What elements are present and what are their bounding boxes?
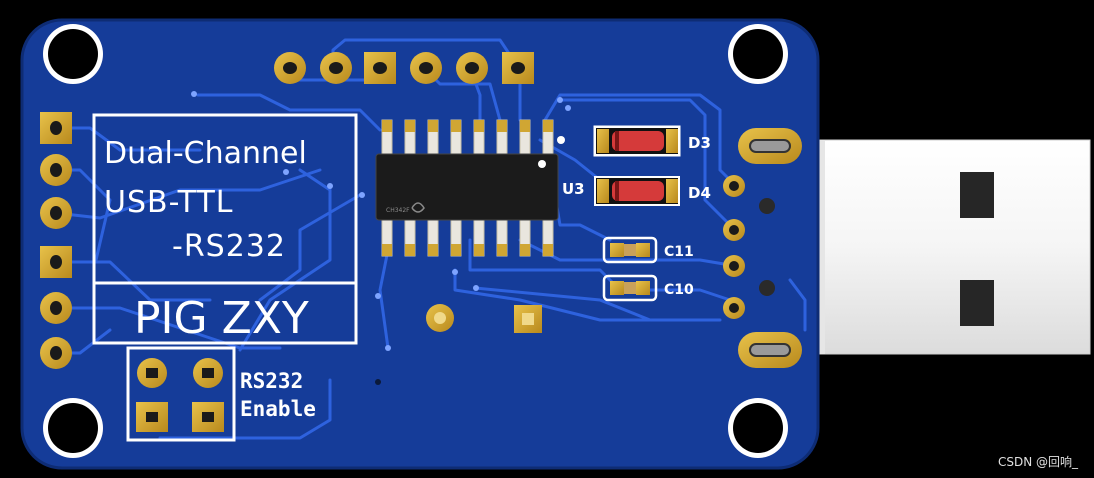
diode-d3: D3	[593, 125, 711, 157]
usb-window-bottom	[960, 280, 994, 326]
left-header	[40, 112, 72, 369]
rs232-jumper: RS232 Enable	[126, 346, 316, 442]
label-u3: U3	[562, 180, 585, 198]
label-c11: C11	[664, 244, 694, 260]
title-line-1: Dual-Channel	[104, 136, 307, 171]
vias	[191, 91, 571, 351]
label-c10: C10	[664, 282, 694, 298]
label-d3: D3	[688, 134, 711, 152]
chip-marking: CH342F	[386, 207, 410, 214]
ic-chip-u3: CH342F U3	[375, 119, 585, 257]
capacitor-c10: C10	[602, 274, 694, 302]
mounting-holes	[43, 24, 788, 458]
label-d4: D4	[688, 184, 711, 202]
title-line-3: -RS232	[172, 229, 286, 264]
test-pads	[426, 304, 542, 333]
enable-label: Enable	[240, 397, 316, 421]
board-subtitle: PIG ZXY	[134, 293, 309, 344]
usb-window-top	[960, 172, 994, 218]
title-silkscreen: Dual-Channel USB-TTL -RS232 PIG ZXY	[92, 113, 358, 345]
pcb-board	[22, 20, 818, 468]
diode-d4: D4	[594, 176, 711, 206]
top-header	[274, 52, 534, 84]
title-line-2: USB-TTL	[104, 185, 234, 220]
footer-credit: CSDN @回响_	[998, 454, 1079, 469]
rs232-label: RS232	[240, 369, 303, 393]
usb-plug	[799, 139, 1091, 355]
usb-connector-pads	[723, 128, 802, 368]
capacitor-c11: C11	[602, 236, 694, 264]
